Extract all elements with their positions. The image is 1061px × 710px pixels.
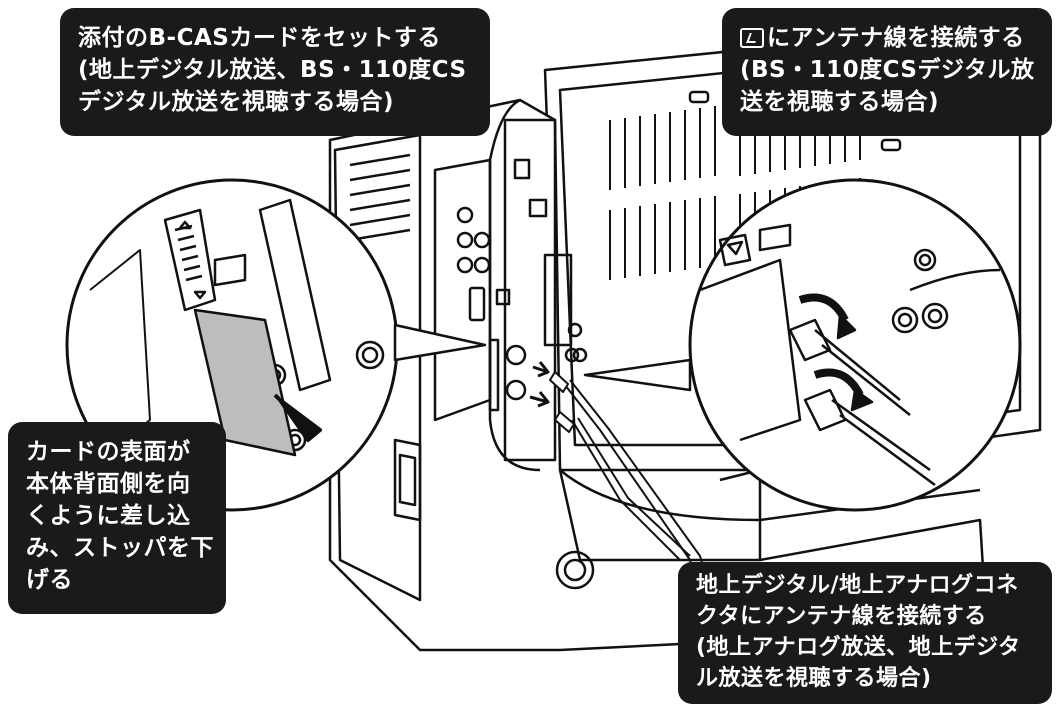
callout-card-line-2: 本体背面側を向 bbox=[26, 471, 191, 497]
callout-card-line-4: み、ストッパを下 bbox=[26, 535, 214, 561]
callout-bcas-line-2: (地上デジタル放送、BS・110度CS bbox=[78, 57, 467, 83]
callout-terrestrial-antenna: 地上デジタル/地上アナログコネ クタにアンテナ線を接続する (地上アナログ放送、… bbox=[678, 562, 1052, 704]
callout-bs-antenna: にアンテナ線を接続する (BS・110度CSデジタル放 送を視聴する場合) bbox=[722, 8, 1052, 136]
callout-bcas-line-3: デジタル放送を視聴する場合) bbox=[78, 89, 395, 115]
callout-bs-line-3: 送を視聴する場合) bbox=[740, 89, 940, 115]
callout-bs-line-1-text: にアンテナ線を接続する bbox=[767, 25, 1025, 51]
callout-card-orientation: カードの表面が 本体背面側を向 くように差し込 み、ストッパを下 げる bbox=[8, 422, 226, 614]
callout-bcas-card: 添付のB-CASカードをセットする (地上デジタル放送、BS・110度CS デジ… bbox=[60, 8, 490, 136]
callout-bs-line-1: にアンテナ線を接続する bbox=[740, 22, 1034, 54]
callout-card-line-3: くように差し込 bbox=[26, 503, 191, 529]
callout-terrestrial-line-1: 地上デジタル/地上アナログコネ bbox=[696, 573, 1019, 598]
callout-bs-line-2: (BS・110度CSデジタル放 bbox=[740, 57, 1035, 83]
antenna-connector-magnifier bbox=[583, 178, 1022, 512]
callout-card-line-5: げる bbox=[26, 567, 73, 593]
callout-card-line-1: カードの表面が bbox=[26, 439, 191, 465]
callout-terrestrial-line-2: クタにアンテナ線を接続する bbox=[696, 604, 987, 629]
callout-bcas-line-1: 添付のB-CASカードをセットする bbox=[78, 25, 441, 51]
callout-terrestrial-line-4: ル放送を視聴する場合) bbox=[696, 666, 932, 691]
bs-antenna-terminal-icon bbox=[740, 28, 764, 48]
callout-terrestrial-line-3: (地上アナログ放送、地上デジタ bbox=[696, 635, 1021, 660]
